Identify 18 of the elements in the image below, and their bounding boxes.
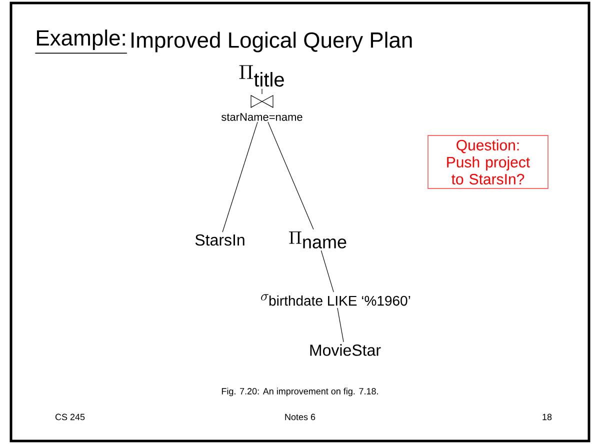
slide-title: Improved Logical Query Plan	[132, 32, 412, 52]
connector-line	[337, 308, 344, 342]
connector-line	[222, 122, 258, 232]
relation-label: StarsIn	[195, 234, 244, 246]
footer-text: CS 245	[55, 414, 85, 420]
page-number: 18	[542, 414, 552, 420]
projection-operator: $\Pi_{\mbox{name}}$	[289, 232, 346, 248]
example-heading: Example:	[34, 30, 128, 54]
question-box: Question: Push project to StarsIn?	[428, 135, 548, 189]
relation-label: MovieStar	[310, 344, 381, 356]
connector-line	[320, 250, 334, 292]
projection-operator: $\Pi_{\mbox{title}}$	[239, 65, 284, 87]
connector-line	[268, 122, 314, 230]
selection-operator: $\sigma_{\mbox{birthdate LIKE ‘\%1960’}}$	[261, 294, 410, 306]
join-operator: starName=name	[222, 94, 302, 121]
node-label: starName=name	[222, 113, 302, 121]
figure-caption: Fig. 7.20: An improvement on fig. 7.18.	[222, 388, 378, 396]
footer-text: Notes 6	[285, 414, 316, 420]
